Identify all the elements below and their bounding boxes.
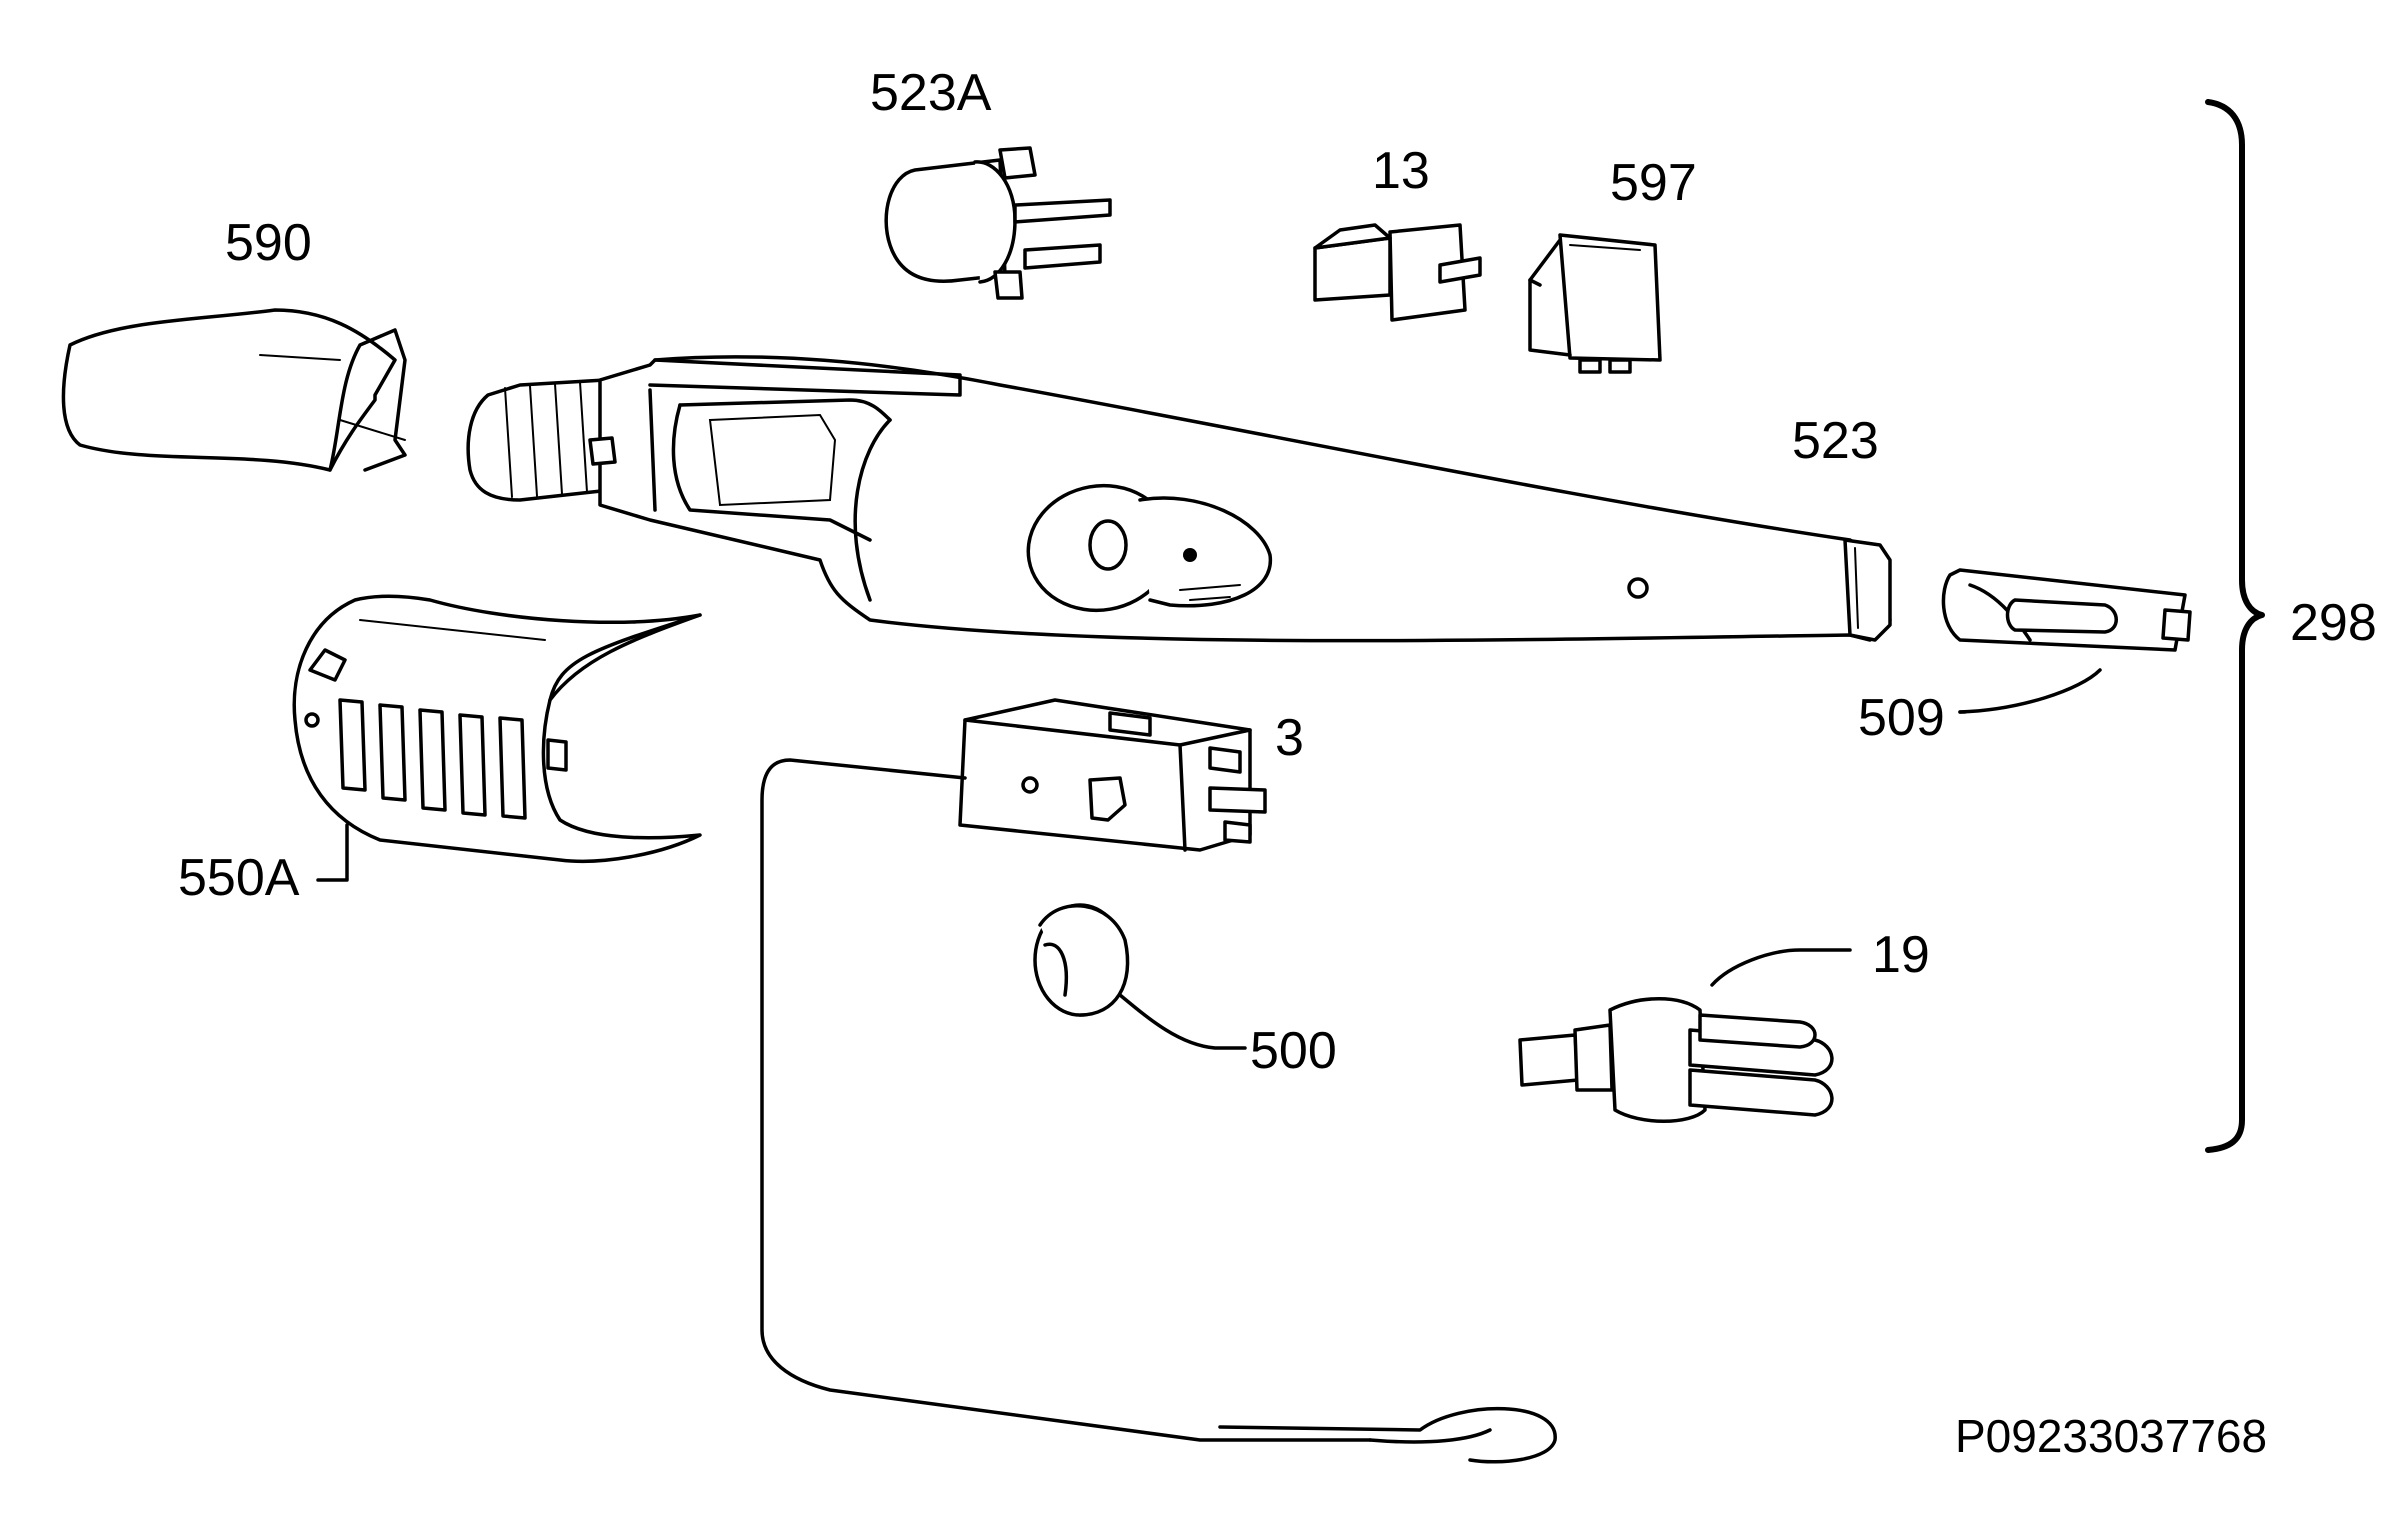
label-550A: 550A xyxy=(178,849,300,907)
label-523A: 523A xyxy=(870,64,992,122)
part-298-assembly-bracket xyxy=(2205,99,2265,1153)
label-500: 500 xyxy=(1250,1022,1337,1080)
part-19-lamp xyxy=(1518,997,1834,1123)
leader-lines xyxy=(316,668,2102,1050)
label-298: 298 xyxy=(2290,594,2377,652)
label-597: 597 xyxy=(1610,154,1697,212)
part-500-knob xyxy=(1033,903,1130,1017)
part-labels: 590 523A 13 597 523 298 509 3 550A 500 1… xyxy=(178,64,2377,1462)
part-13-switch xyxy=(1313,223,1482,322)
part-509-end-plug xyxy=(1941,568,2192,652)
label-19: 19 xyxy=(1872,926,1930,984)
drawing-code: P09233037768 xyxy=(1955,1410,2267,1462)
part-523-lamp-body xyxy=(466,355,1892,643)
part-550A-grille-cover xyxy=(292,594,702,864)
part-3-thermostat xyxy=(760,698,1557,1464)
part-597-bracket xyxy=(1528,233,1662,374)
label-509: 509 xyxy=(1858,689,1945,747)
label-13: 13 xyxy=(1372,142,1430,200)
label-590: 590 xyxy=(225,214,312,272)
label-523: 523 xyxy=(1792,412,1879,470)
part-523A-lamp-holder xyxy=(884,146,1112,300)
part-590-rear-cover xyxy=(61,308,407,472)
label-3: 3 xyxy=(1275,709,1304,767)
